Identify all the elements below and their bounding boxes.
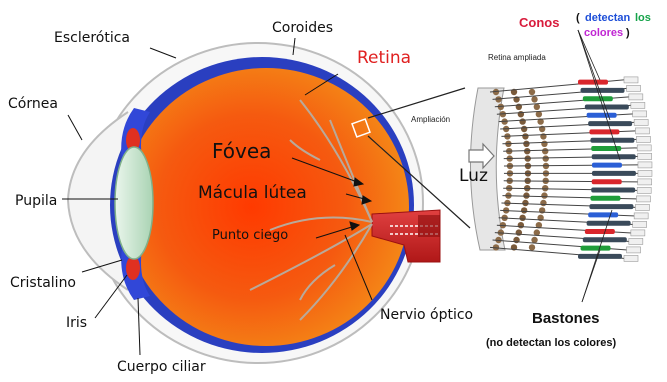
label-luz: Luz: [459, 166, 488, 186]
label-conos: Conos: [519, 15, 559, 30]
retina-neuron: [522, 200, 528, 206]
retina-neuron: [529, 89, 535, 95]
rod-cell: [583, 237, 627, 242]
retina-neuron: [531, 96, 537, 102]
label-ampliacion: Ampliación: [411, 115, 450, 124]
cone-cell: [588, 212, 618, 217]
retina-neuron: [542, 148, 548, 154]
label-fovea: Fóvea: [212, 139, 271, 163]
retina-neuron: [523, 141, 529, 147]
label-retina-ampliada: Retina ampliada: [488, 53, 546, 62]
pigment-epithelium: [634, 119, 648, 125]
retina-neuron: [542, 185, 548, 191]
rod-cell: [592, 154, 636, 159]
cone-cell: [592, 179, 622, 184]
pigment-epithelium: [635, 204, 649, 210]
label-iris: Iris: [66, 315, 87, 331]
label-conos-note-open: (: [576, 12, 580, 24]
retina-neuron: [523, 192, 529, 198]
pigment-epithelium: [638, 162, 652, 168]
retina-neuron: [541, 141, 547, 147]
retina-neuron: [516, 229, 522, 235]
cone-cell: [592, 163, 622, 168]
pigment-epithelium: [636, 196, 650, 202]
rod-cell: [578, 254, 622, 259]
cone-cell: [578, 80, 608, 85]
rod-cell: [585, 105, 629, 110]
retina-neuron: [541, 192, 547, 198]
retina-neuron: [543, 155, 549, 161]
retina-enlarged: [470, 77, 651, 262]
label-coroides: Coroides: [272, 20, 333, 36]
pigment-epithelium: [638, 170, 652, 176]
label-pupila: Pupila: [15, 193, 57, 209]
label-punto-ciego: Punto ciego: [212, 228, 288, 243]
cone-cell: [581, 246, 611, 251]
label-conos-note-close: ): [626, 27, 630, 39]
retina-neuron: [519, 118, 525, 124]
rod-cell: [590, 138, 634, 143]
label-cristalino: Cristalino: [10, 275, 76, 291]
label-retina: Retina: [357, 48, 411, 68]
retina-neuron: [518, 222, 524, 228]
pigment-epithelium: [636, 136, 650, 142]
retina-neuron: [531, 237, 537, 243]
pigment-epithelium: [624, 77, 638, 83]
pigment-epithelium: [631, 230, 645, 236]
retina-neuron: [522, 133, 528, 139]
pigment-epithelium: [629, 94, 643, 100]
pigment-epithelium: [631, 102, 645, 108]
cone-cell: [589, 129, 619, 134]
label-nervio-optico: Nervio óptico: [380, 307, 473, 323]
pigment-epithelium: [635, 128, 649, 134]
pigment-epithelium: [637, 145, 651, 151]
label-conos-note-3: colores: [584, 27, 623, 39]
label-bastones: Bastones: [532, 310, 600, 327]
retina-neuron: [529, 244, 535, 250]
pigment-epithelium: [627, 247, 641, 253]
retina-neuron: [534, 104, 540, 110]
cone-cell: [590, 196, 620, 201]
retina-neuron: [521, 207, 527, 213]
pigment-epithelium: [633, 221, 647, 227]
retina-neuron: [540, 200, 546, 206]
pigment-epithelium: [637, 187, 651, 193]
pigment-epithelium: [624, 255, 638, 261]
label-bastones-note: (no detectan los colores): [486, 337, 617, 349]
pigment-epithelium: [629, 238, 643, 244]
pigment-epithelium: [627, 85, 641, 91]
retina-neuron: [518, 111, 524, 117]
retina-neuron: [524, 148, 530, 154]
lens: [115, 147, 153, 259]
label-cornea: Córnea: [8, 96, 58, 112]
label-conos-note-2: los: [635, 12, 651, 24]
rod-cell: [588, 121, 632, 126]
label-esclerotica: Esclerótica: [54, 30, 130, 46]
label-conos-note-1: detectan: [585, 12, 631, 24]
cone-cell: [585, 229, 615, 234]
label-cuerpo-ciliar: Cuerpo ciliar: [117, 359, 206, 375]
rod-cell: [589, 204, 633, 209]
pigment-epithelium: [634, 213, 648, 219]
rod-cell: [591, 188, 635, 193]
label-macula: Mácula lútea: [198, 183, 307, 203]
cone-cell: [587, 113, 617, 118]
retina-neuron: [521, 126, 527, 132]
cone-cell: [583, 96, 613, 101]
pigment-epithelium: [638, 179, 652, 185]
rod-cell: [592, 171, 636, 176]
pigment-epithelium: [638, 153, 652, 159]
rod-cell: [581, 88, 625, 93]
optic-nerve-cut: [418, 215, 440, 237]
retina-neuron: [519, 215, 525, 221]
pigment-epithelium: [633, 111, 647, 117]
